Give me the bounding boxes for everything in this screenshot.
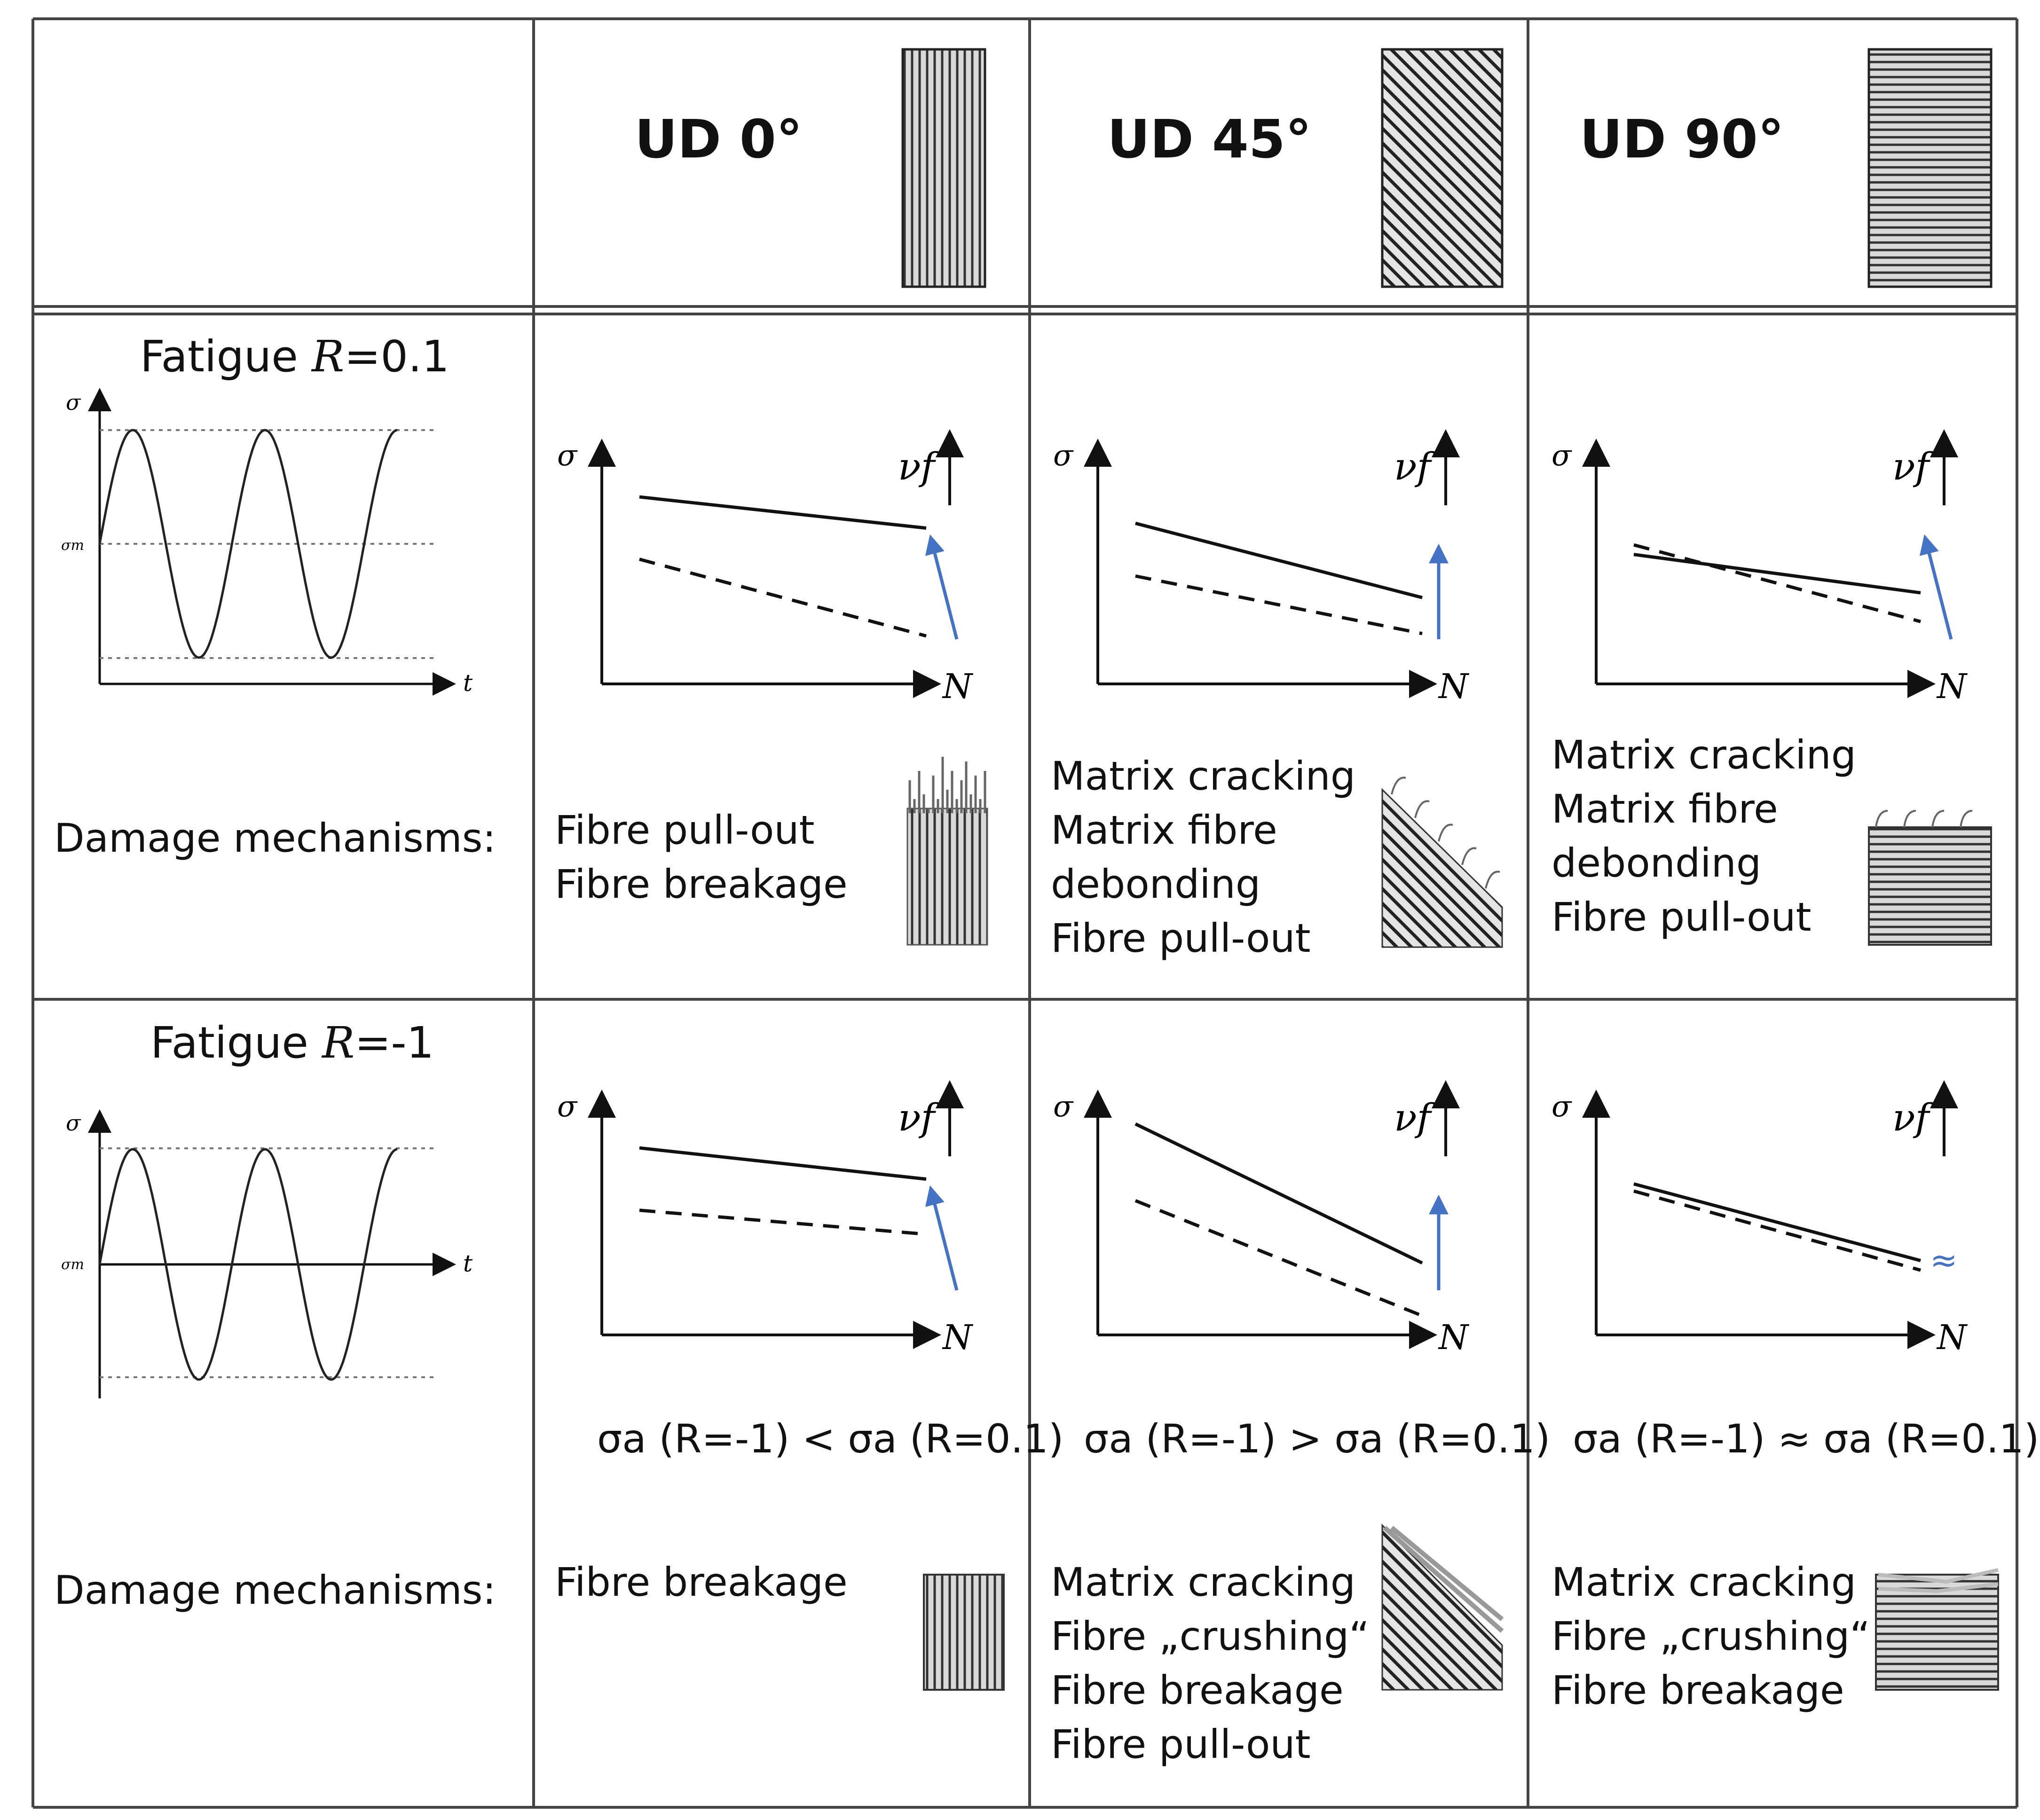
damage-line: Fibre „crushing“ [1051,1613,1370,1659]
wave-x-label: t [463,669,473,697]
axis-label-x: N [1936,667,1968,706]
specimen-ud0-icon [901,48,986,288]
damage-line: debonding [1552,840,1761,886]
comparison-ud0: σa (R=-1) < σa (R=0.1) [597,1416,1064,1462]
damage-illustration-r01-ud90 [1868,810,1992,946]
axis-label-y: σ [1552,438,1572,472]
table-grid [32,17,2018,1809]
waveform-r-1: σ σm t [61,1109,473,1398]
column-header-ud45: UD 45° [1107,109,1312,170]
row-r-1-comparisons: σa (R=-1) < σa (R=0.1) σa (R=-1) > σa (R… [597,1416,2040,1462]
row-r01-label-cell: Fatigue R=0.1 σ σm t Damage mechanisms: [54,331,496,861]
column-header-ud90: UD 90° [1580,109,1784,170]
damage-line: Fibre breakage [555,1559,848,1605]
axis-label-x: N [1936,1318,1968,1357]
comparison-ud45: σa (R=-1) > σa (R=0.1) [1084,1416,1551,1462]
series-solid [639,495,927,530]
damage-line: Fibre breakage [555,861,848,907]
axis-label-x: N [942,1318,974,1357]
series-dashed [1134,1199,1423,1318]
damage-line: Fibre „crushing“ [1552,1613,1870,1659]
row-r-1-title: Fatigue R=-1 [150,1018,434,1068]
series-dashed [1633,543,1921,623]
damage-line: Matrix cracking [1552,732,1856,778]
vf-change-arrow [925,534,959,640]
vf-label: νf [1394,1096,1437,1139]
row-r01-title: Fatigue R=0.1 [140,331,449,382]
axis-label-x: N [942,667,974,706]
series-dashed [1135,574,1423,635]
series-solid [639,1146,927,1181]
axis-label-y: σ [557,1089,578,1123]
damage-illustration-r01-ud45 [1381,777,1503,948]
axis-label-x: N [1438,667,1470,706]
row-r-1-damage-texts: Fibre breakage Matrix cracking Fibre „cr… [555,1559,1870,1767]
vf-change-arrow [1919,534,1953,640]
damage-line: Matrix cracking [1051,1559,1355,1605]
series-solid [1134,1122,1423,1265]
wave-y-label: σ [66,1110,81,1136]
row-r01-damage-label: Damage mechanisms: [54,815,496,861]
waveform-r01: σ σm t [61,388,473,697]
series-solid [1633,1182,1921,1263]
vf-approx-symbol: ≈ [1930,1241,1958,1279]
specimen-ud45-icon [1381,48,1504,288]
axis-label-y: σ [1053,438,1074,472]
series-dashed [639,1208,927,1236]
row-r01-damage-texts: Fibre pull-out Fibre breakage Matrix cra… [555,732,1856,961]
column-header-ud0: UD 0° [635,109,803,170]
axis-label-x: N [1438,1318,1470,1357]
vf-label: νf [898,445,941,488]
sine-wave-r-1 [98,1148,398,1381]
vf-change-arrow [925,1185,959,1291]
row-r-1-damage-label: Damage mechanisms: [54,1567,496,1613]
damage-illustration-r01-ud0 [906,757,988,946]
wave-mean-label: σm [61,1256,84,1273]
damage-line: Matrix cracking [1051,753,1355,799]
axis-label-y: σ [557,438,578,472]
vf-label: νf [1892,445,1935,488]
damage-line: Fibre pull-out [1051,915,1311,961]
wave-mean-label: σm [61,537,84,554]
vf-label: νf [1394,445,1437,488]
vf-label: νf [898,1096,941,1139]
damage-line: Fibre pull-out [555,807,815,853]
damage-illustration-r-1-ud45 [1381,1523,1504,1691]
series-dashed [639,557,927,638]
damage-line: debonding [1051,861,1260,907]
damage-line: Fibre pull-out [1552,894,1812,940]
series-dashed [1633,1189,1921,1272]
sine-wave-r01 [98,429,398,659]
damage-line: Matrix fibre [1051,807,1277,853]
header-row: UD 0° UD 45° UD 90° [635,48,1993,288]
damage-line: Matrix cracking [1552,1559,1856,1605]
vf-label: νf [1892,1096,1935,1139]
specimen-ud90-icon [1867,48,1993,288]
series-solid [1135,521,1423,599]
wave-x-label: t [463,1250,473,1277]
comparison-ud90: σa (R=-1) ≈ σa (R=0.1) [1573,1416,2040,1462]
damage-line: Fibre pull-out [1051,1721,1311,1767]
damage-illustration-r-1-ud90 [1875,1568,1999,1691]
axis-label-y: σ [1552,1089,1572,1123]
axis-label-y: σ [1053,1089,1074,1123]
wave-y-label: σ [66,390,81,415]
damage-illustration-r-1-ud0 [923,1574,1005,1691]
damage-line: Matrix fibre [1552,786,1778,832]
damage-line: Fibre breakage [1552,1667,1844,1713]
row-r-1-label-cell: Fatigue R=-1 σ σm t Damage mechanisms: [54,1018,496,1613]
damage-line: Fibre breakage [1051,1667,1344,1713]
series-solid [1633,553,1921,595]
